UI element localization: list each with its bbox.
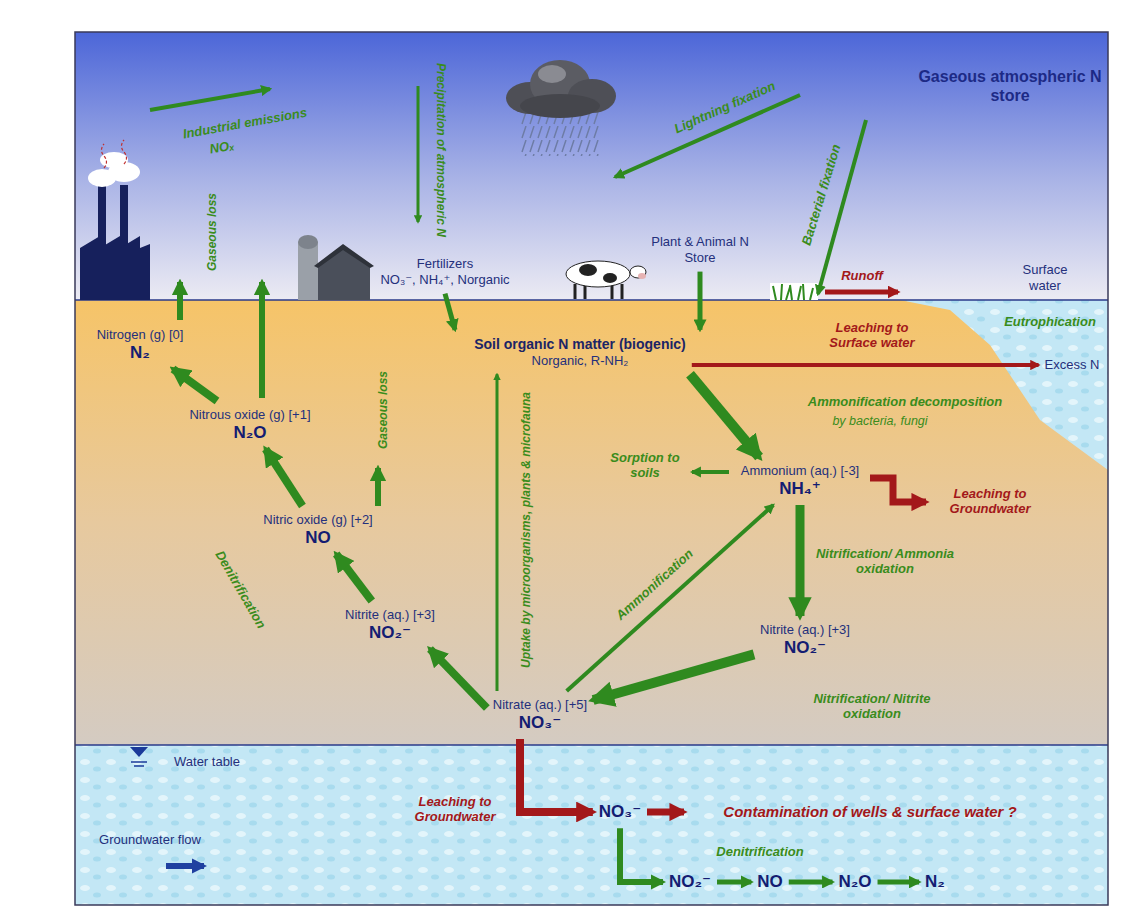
species-node: NO: [757, 872, 783, 892]
species-node: Nitrogen (g) [0]N₂: [97, 327, 184, 363]
grass-illustration: [770, 283, 818, 300]
soil-organic-store: Soil organic N matter (biogenic)Norganic…: [474, 336, 686, 368]
flow-arrow: [336, 554, 372, 601]
node-text: NO₂⁻: [669, 872, 711, 892]
flow-arrow: [593, 654, 754, 700]
node-text: Gaseous atmospheric N store: [910, 67, 1110, 105]
process-label: Leaching to Groundwater: [400, 795, 510, 825]
species-node: N₂O: [838, 872, 871, 892]
node-text: Nitrate (aq.) [+5]: [493, 697, 587, 713]
node-text: Surface water: [1010, 262, 1080, 293]
process-label: Uptake by microorganisms, plants & micro…: [520, 392, 534, 668]
process-label: Ammonification: [614, 547, 697, 624]
species-node: Nitrite (aq.) [+3]NO₂⁻: [345, 607, 435, 643]
atmosphere-store: Gaseous atmospheric N store: [910, 67, 1110, 105]
node-text: Soil organic N matter (biogenic): [474, 336, 686, 353]
flow-arrow: [430, 649, 487, 708]
species-node: N₂: [925, 872, 945, 892]
rain-cloud: [506, 60, 616, 156]
node-text: Ammonium (aq.) [-3]: [741, 463, 859, 479]
process-label: Ammonification decomposition: [808, 395, 1002, 410]
node-text: NO: [757, 872, 783, 892]
node-text: Nitrogen (g) [0]: [97, 327, 184, 343]
process-label: Leaching to Groundwater: [935, 487, 1045, 517]
node-text: Plant & Animal N Store: [645, 234, 755, 265]
process-label: Bacterial fixation: [800, 143, 845, 248]
node-text: Nitrous oxide (g) [+1]: [189, 407, 310, 423]
species-node: Nitrite (aq.) [+3]NO₂⁻: [760, 622, 850, 658]
species-node: NO₂⁻: [669, 872, 711, 892]
process-label: Nitrification/ Ammonia oxidation: [815, 547, 955, 577]
node-text: NO₃⁻, NH₄⁺, Norganic: [380, 272, 509, 288]
node-text: Nitrite (aq.) [+3]: [760, 622, 850, 638]
flow-arrow: [692, 363, 1039, 367]
flow-arrow: [698, 272, 703, 330]
flow-arrow: [789, 879, 833, 884]
flow-arrow: [567, 505, 774, 691]
flow-arrow: [266, 449, 303, 506]
flow-arrow: [620, 828, 663, 882]
node-text: N₂O: [838, 872, 871, 892]
flow-arrow: [496, 374, 499, 691]
biomass-store: Plant & Animal N Store: [645, 234, 755, 265]
node-text: Norganic, R-NH₂: [474, 353, 686, 369]
cow-illustration: [566, 261, 646, 299]
warning-label: Contamination of wells & surface water ?: [723, 803, 1016, 820]
flow-arrow: [173, 369, 217, 401]
process-label: NOₓ: [209, 139, 236, 158]
node-text: Nitrite (aq.) [+3]: [345, 607, 435, 623]
process-label: Leaching to Surface water: [812, 321, 932, 351]
process-label: Industrial emissions: [182, 106, 308, 143]
species-node: Nitric oxide (g) [+2]NO: [263, 512, 372, 548]
process-label: Eutrophication: [1004, 315, 1096, 330]
process-label: Precipitation of atmospheric N: [433, 63, 447, 237]
surface-water: Surface water: [1010, 262, 1080, 293]
node-text: Excess N: [1045, 357, 1100, 373]
process-label: Nitrification/ Nitrite oxidation: [802, 692, 942, 722]
process-label: by bacteria, fungi: [832, 414, 927, 428]
process-label: Denitrification: [212, 548, 269, 631]
flow-arrow: [878, 879, 920, 884]
water-table-symbol: [130, 747, 148, 766]
groundwater-flow-label: Groundwater flow: [99, 833, 201, 848]
process-label: Denitrification: [716, 845, 803, 860]
node-text: NO₂⁻: [760, 638, 850, 658]
factory-illustration: [80, 140, 150, 300]
node-text: NO₂⁻: [345, 623, 435, 643]
species-node: NO₃⁻: [599, 802, 641, 822]
water-table-label: Water table: [174, 755, 240, 770]
fertilizer-source: FertilizersNO₃⁻, NH₄⁺, Norganic: [380, 256, 509, 287]
node-text: Nitric oxide (g) [+2]: [263, 512, 372, 528]
node-text: Fertilizers: [380, 256, 509, 272]
flow-arrow: [690, 374, 759, 457]
node-text: NO₃⁻: [599, 802, 641, 822]
node-text: NO: [263, 528, 372, 548]
node-text: N₂: [97, 343, 184, 363]
node-text: N₂O: [189, 423, 310, 443]
node-text: NO₃⁻: [493, 713, 587, 733]
process-label: Runoff: [841, 269, 883, 284]
node-text: NH₄⁺: [741, 479, 859, 499]
species-node: Ammonium (aq.) [-3]NH₄⁺: [741, 463, 859, 499]
process-label: Gaseous loss: [377, 371, 391, 449]
process-label: Lightning fixation: [672, 79, 778, 137]
flow-arrow: [520, 739, 593, 812]
flow-arrow: [717, 879, 751, 884]
farm-illustration: [298, 235, 374, 300]
node-text: N₂: [925, 872, 945, 892]
process-label: Sorption to soils: [610, 451, 680, 481]
flow-arrow: [796, 505, 805, 616]
flow-arrow: [445, 294, 455, 330]
process-arrows: [150, 86, 926, 866]
process-label: Gaseous loss: [206, 193, 220, 271]
species-node: Nitrous oxide (g) [+1]N₂O: [189, 407, 310, 443]
species-node: Nitrate (aq.) [+5]NO₃⁻: [493, 697, 587, 733]
excess-nitrogen: Excess N: [1045, 357, 1100, 373]
